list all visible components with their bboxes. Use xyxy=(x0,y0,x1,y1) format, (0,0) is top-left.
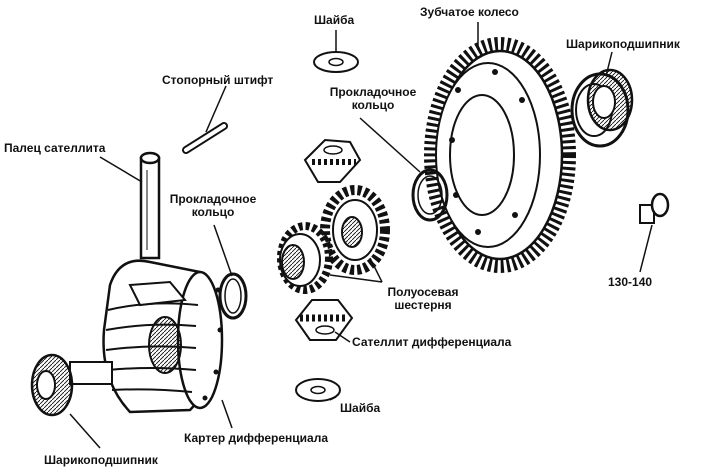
ring-gear xyxy=(424,37,576,273)
lock-pin xyxy=(182,122,228,154)
leader-lines xyxy=(69,22,653,449)
label-side-gear: Полуосевая шестерня xyxy=(368,286,478,312)
label-bearing-left: Шарикоподшипник xyxy=(44,453,158,467)
bearing-right xyxy=(570,68,634,148)
label-pinion-shaft: Палец сателлита xyxy=(4,141,106,155)
label-bearing-right: Шарикоподшипник xyxy=(566,37,680,51)
label-pinion-gear: Сателлит дифференциала xyxy=(352,335,512,349)
label-shim-right: Прокладочное кольцо xyxy=(318,86,428,112)
bolt xyxy=(639,192,670,224)
label-case: Картер дифференциала xyxy=(184,431,329,445)
label-torque: 130-140 xyxy=(608,275,653,289)
label-shim-right-line2: кольцо xyxy=(351,98,395,112)
pinion-shaft xyxy=(139,151,161,260)
label-washer-top: Шайба xyxy=(314,13,355,27)
label-shim-right-line1: Прокладочное xyxy=(329,85,417,99)
label-shim-left-line1: Прокладочное xyxy=(169,192,257,206)
side-gear-rear xyxy=(320,185,390,275)
label-shim-left-line2: кольцо xyxy=(191,205,235,219)
label-side-gear-line1: Полуосевая xyxy=(387,285,459,299)
washer-top xyxy=(313,51,359,73)
bearing-left xyxy=(30,353,113,417)
differential-case xyxy=(102,259,224,414)
shim-ring-right xyxy=(411,168,449,222)
label-side-gear-line2: шестерня xyxy=(394,298,452,312)
pinion-gear-top xyxy=(303,138,362,183)
pinion-gear-bottom xyxy=(294,299,354,341)
label-ring-gear: Зубчатое колесо xyxy=(420,5,519,19)
side-gear-front xyxy=(277,222,333,294)
label-shim-left: Прокладочное кольцо xyxy=(158,193,268,219)
washer-bottom xyxy=(295,378,341,402)
label-washer-bottom: Шайба xyxy=(340,401,381,415)
shim-ring-left xyxy=(218,272,248,320)
label-lock-pin: Стопорный штифт xyxy=(162,73,274,87)
